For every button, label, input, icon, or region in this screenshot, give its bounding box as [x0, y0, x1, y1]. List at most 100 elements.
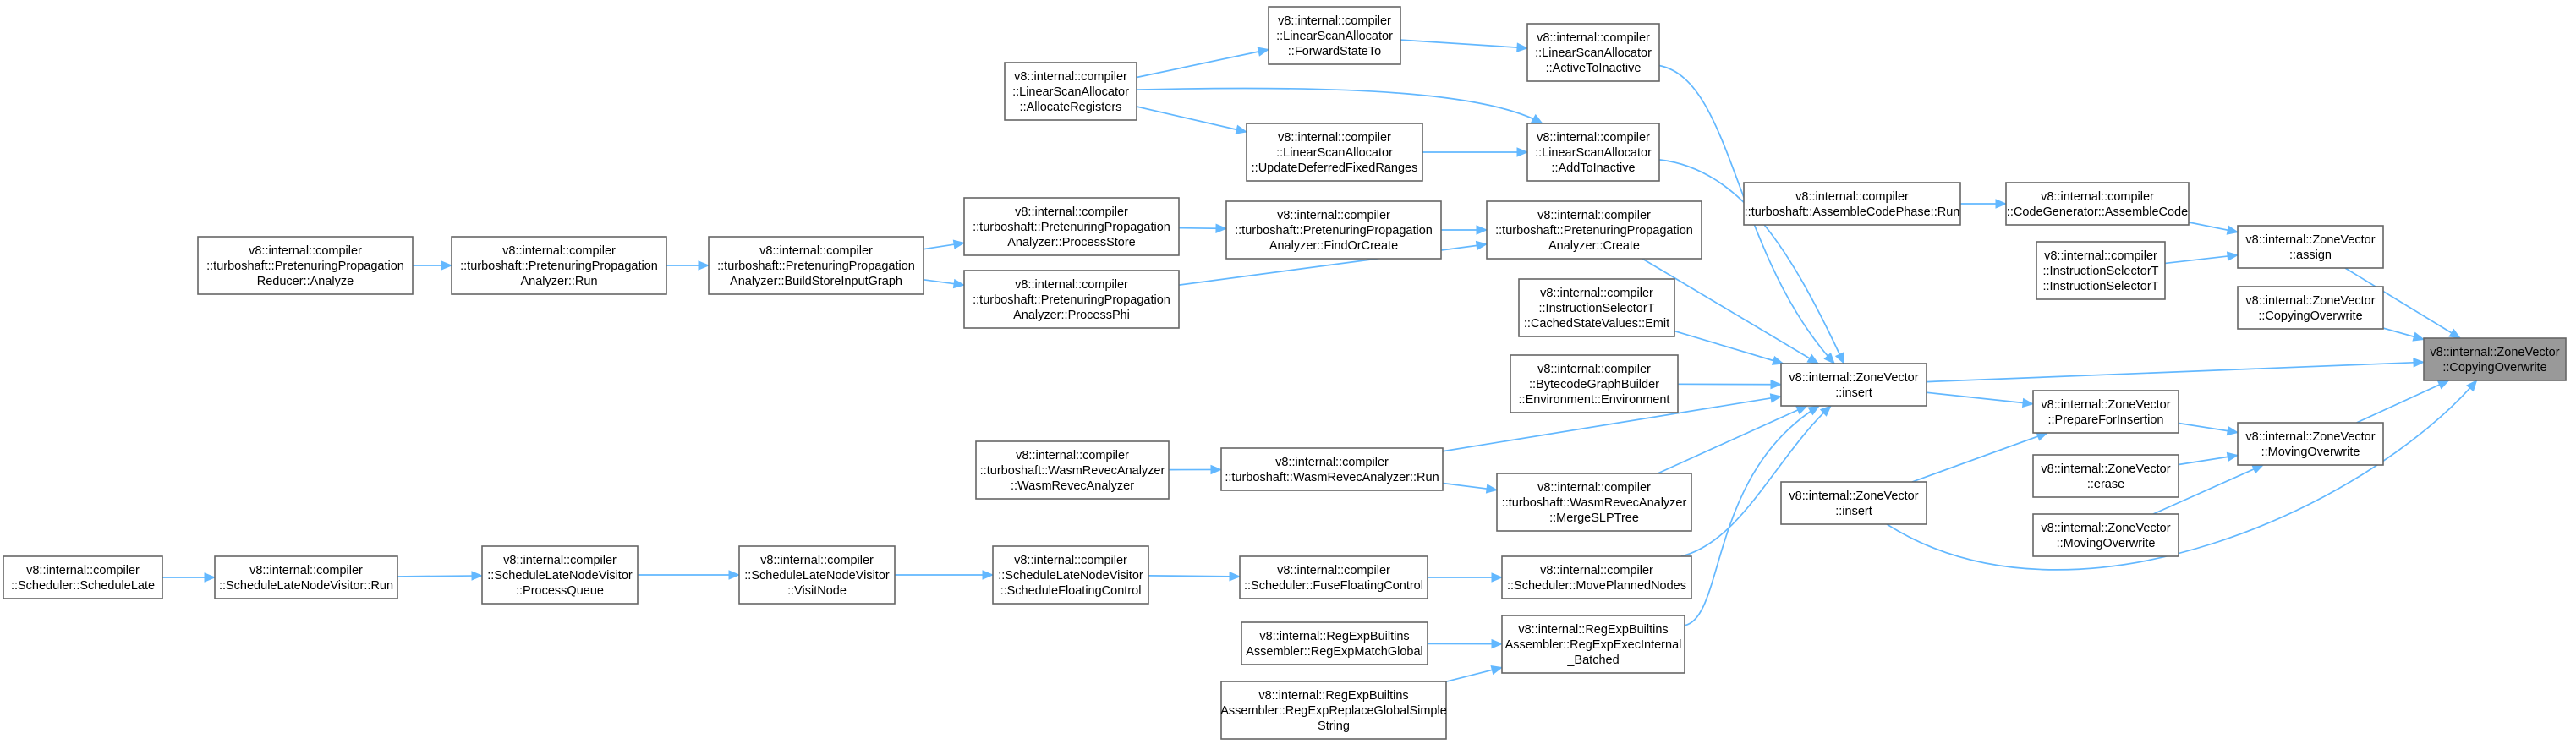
node-regexpbuiltins-assembler-regexpmatchglobal-n32[interactable]: v8::internal::RegExpBuiltinsAssembler::R… [1241, 621, 1428, 665]
node-box [1246, 123, 1423, 182]
node-box [2423, 337, 2567, 381]
node-zonevector-erase-n37[interactable]: v8::internal::ZoneVector::erase [2032, 454, 2179, 498]
node-label-line: v8::internal::ZoneVector [2041, 462, 2170, 476]
node-label-line: ::LinearScanAllocator [1535, 146, 1652, 160]
node-compiler-scheduler-schedulelate-n30[interactable]: v8::internal::compiler::Scheduler::Sched… [3, 555, 163, 599]
node-box [1268, 6, 1401, 65]
node-box [1526, 123, 1660, 182]
node-box [1496, 473, 1692, 532]
node-compiler-turboshaft-pretenuringpropagation-analyzer-findorcreate-n13[interactable]: v8::internal::compiler::turboshaft::Pret… [1225, 200, 1442, 260]
node-compiler-turboshaft-wasmrevecanalyzer-run-n21[interactable]: v8::internal::compiler::turboshaft::Wasm… [1220, 447, 1444, 491]
node-label-line: ::Environment::Environment [1519, 393, 1670, 407]
node-compiler-linearscanallocator-addtoinactive-n10[interactable]: v8::internal::compiler::LinearScanAlloca… [1526, 123, 1660, 182]
node-box [708, 236, 924, 295]
node-zonevector-movingoverwrite-n34[interactable]: v8::internal::ZoneVector::MovingOverwrit… [2237, 422, 2384, 466]
node-compiler-schedulelatenodevisitor-processqueue-n28[interactable]: v8::internal::compiler::ScheduleLateNode… [481, 545, 639, 604]
node-compiler-turboshaft-wasmrevecanalyzer-mergeslptree-n23[interactable]: v8::internal::compiler::turboshaft::Wasm… [1496, 473, 1692, 532]
node-label-line: Analyzer::ProcessPhi [1013, 309, 1130, 322]
node-compiler-instructionselectort-cachedstatevalues-emit-n19[interactable]: v8::internal::compiler::InstructionSelec… [1518, 278, 1675, 337]
node-label-line: v8::internal::ZoneVector [2245, 233, 2375, 247]
arrow-head-33 [982, 570, 995, 580]
arrow-head-40 [2226, 451, 2239, 462]
node-label-line: ::ActiveToInactive [1546, 62, 1642, 75]
node-label-line: ::CodeGenerator::AssembleCode [2007, 205, 2188, 219]
node-box [1518, 278, 1675, 337]
arrow-head-31 [1491, 572, 1504, 583]
node-compiler-turboshaft-pretenuringpropagation-analyzer-buildstoreinputgraph-n15[interactable]: v8::internal::compiler::turboshaft::Pret… [708, 236, 924, 295]
arrow-head-12 [1770, 379, 1783, 390]
node-label-line: ::assign [2289, 249, 2332, 262]
node-compiler-turboshaft-pretenuringpropagation-reducer-analyze-n17[interactable]: v8::internal::compiler::turboshaft::Pret… [197, 236, 414, 295]
node-compiler-schedulelatenodevisitor-run-n29[interactable]: v8::internal::compiler::ScheduleLateNode… [214, 555, 398, 599]
edge-n7-to-n6 [1658, 64, 1835, 364]
node-label-line: ::Scheduler::ScheduleLate [11, 579, 155, 593]
node-compiler-turboshaft-pretenuringpropagation-analyzer-create-n12[interactable]: v8::internal::compiler::turboshaft::Pret… [1486, 200, 1702, 260]
node-zonevector-copyingoverwrite-n0[interactable]: v8::internal::ZoneVector::CopyingOverwri… [2423, 337, 2567, 381]
node-box [2005, 182, 2190, 226]
node-compiler-turboshaft-wasmrevecanalyzer-wasmrevecanalyzer-n22[interactable]: v8::internal::compiler::turboshaft::Wasm… [975, 440, 1170, 500]
edge-n36-to-n0 [1886, 380, 2478, 571]
edge-n34-to-n0 [2356, 380, 2449, 424]
node-label-line: ::turboshaft::PretenuringPropagation [460, 260, 658, 273]
arrow-head-2 [2413, 358, 2425, 368]
node-box [2032, 454, 2179, 498]
node-compiler-linearscanallocator-updatedeferredfixedranges-n11[interactable]: v8::internal::compiler::LinearScanAlloca… [1246, 123, 1423, 182]
node-label-line: ::turboshaft::PretenuringPropagation [206, 260, 404, 273]
node-label-line: v8::internal::compiler [249, 564, 363, 577]
node-compiler-turboshaft-assemblecodephase-run-n3[interactable]: v8::internal::compiler::turboshaft::Asse… [1743, 182, 1961, 226]
node-compiler-turboshaft-pretenuringpropagation-analyzer-run-n16[interactable]: v8::internal::compiler::turboshaft::Pret… [451, 236, 667, 295]
node-regexpbuiltins-assembler-regexpreplaceglobalsimple-string-n33[interactable]: v8::internal::RegExpBuiltinsAssembler::R… [1220, 681, 1447, 740]
node-compiler-linearscanallocator-activetoinactive-n7[interactable]: v8::internal::compiler::LinearScanAlloca… [1526, 23, 1660, 82]
node-label-line: Assembler::RegExpReplaceGlobalSimple [1220, 704, 1447, 718]
arrow-head-26 [952, 278, 966, 289]
node-label-line: ::ScheduleLateNodeVisitor [487, 569, 633, 583]
node-label-line: String [1318, 719, 1350, 733]
node-label-line: v8::internal::compiler [1540, 287, 1653, 300]
node-label-line: ::InstructionSelectorT [1539, 302, 1655, 315]
node-compiler-codegenerator-assemblecode-n2[interactable]: v8::internal::compiler::CodeGenerator::A… [2005, 182, 2190, 226]
node-label-line: ::ScheduleLateNodeVisitor [998, 569, 1143, 583]
edge-n6-to-n35 [1926, 391, 2034, 405]
node-zonevector-insert-n36[interactable]: v8::internal::ZoneVector::insert [1780, 481, 1927, 525]
arrow-head-14 [1795, 405, 1808, 415]
edge-n9-to-n11 [1136, 106, 1247, 133]
arrow-head-3 [2436, 380, 2450, 390]
node-label-line: v8::internal::ZoneVector [2041, 522, 2170, 535]
node-label-line: v8::internal::compiler [1277, 209, 1390, 222]
arrow-head-35 [471, 571, 484, 581]
node-zonevector-insert-n6[interactable]: v8::internal::ZoneVector::insert [1780, 363, 1927, 407]
node-label-line: v8::internal::compiler [1015, 205, 1128, 219]
node-box [1780, 481, 1927, 525]
node-compiler-scheduler-fusefloatingcontrol-n25[interactable]: v8::internal::compiler::Scheduler::FuseF… [1239, 555, 1428, 599]
arrow-head-10 [1806, 353, 1820, 364]
node-compiler-schedulelatenodevisitor-visitnode-n27[interactable]: v8::internal::compiler::ScheduleLateNode… [738, 545, 896, 604]
node-label-line: ::Scheduler::FuseFloatingControl [1244, 579, 1423, 593]
node-compiler-bytecodegraphbuilder-environment-environment-n20[interactable]: v8::internal::compiler::BytecodeGraphBui… [1510, 354, 1679, 413]
node-box [975, 440, 1170, 500]
node-box [481, 545, 639, 604]
arrow-head-38 [1490, 665, 1504, 676]
node-compiler-linearscanallocator-allocateregisters-n9[interactable]: v8::internal::compiler::LinearScanAlloca… [1004, 62, 1137, 121]
node-zonevector-assign-n1[interactable]: v8::internal::ZoneVector::assign [2237, 225, 2384, 269]
arrow-head-9 [1834, 352, 1844, 365]
node-label-line: ::LinearScanAllocator [1012, 85, 1129, 99]
node-compiler-linearscanallocator-forwardstateto-n8[interactable]: v8::internal::compiler::LinearScanAlloca… [1268, 6, 1401, 65]
node-box [1743, 182, 1961, 226]
arrow-head-16 [1807, 405, 1821, 416]
node-box [214, 555, 398, 599]
node-label-line: v8::internal::compiler [1537, 209, 1651, 222]
node-zonevector-copyingoverwrite-n5[interactable]: v8::internal::ZoneVector::CopyingOverwri… [2237, 286, 2384, 330]
node-compiler-scheduler-moveplannednodes-n24[interactable]: v8::internal::compiler::Scheduler::MoveP… [1501, 555, 1692, 599]
node-box [3, 555, 163, 599]
node-label-line: v8::internal::compiler [760, 554, 874, 567]
node-compiler-turboshaft-pretenuringpropagation-analyzer-processphi-n18[interactable]: v8::internal::compiler::turboshaft::Pret… [963, 270, 1180, 329]
node-zonevector-movingoverwrite-n38[interactable]: v8::internal::ZoneVector::MovingOverwrit… [2032, 513, 2179, 557]
node-compiler-instructionselectort-instructionselectort-n4[interactable]: v8::internal::compiler::InstructionSelec… [2036, 241, 2166, 300]
arrow-head-37 [1491, 638, 1504, 649]
node-compiler-turboshaft-pretenuringpropagation-analyzer-processstore-n14[interactable]: v8::internal::compiler::turboshaft::Pret… [963, 197, 1180, 256]
node-box [2237, 422, 2384, 466]
node-regexpbuiltins-assembler-regexpexecinternal-batched-n31[interactable]: v8::internal::RegExpBuiltinsAssembler::R… [1501, 615, 1685, 674]
node-zonevector-prepareforinsertion-n35[interactable]: v8::internal::ZoneVector::PrepareForInse… [2032, 390, 2179, 434]
node-box [1486, 200, 1702, 260]
node-compiler-schedulelatenodevisitor-schedulefloatingcontrol-n26[interactable]: v8::internal::compiler::ScheduleLateNode… [992, 545, 1149, 604]
